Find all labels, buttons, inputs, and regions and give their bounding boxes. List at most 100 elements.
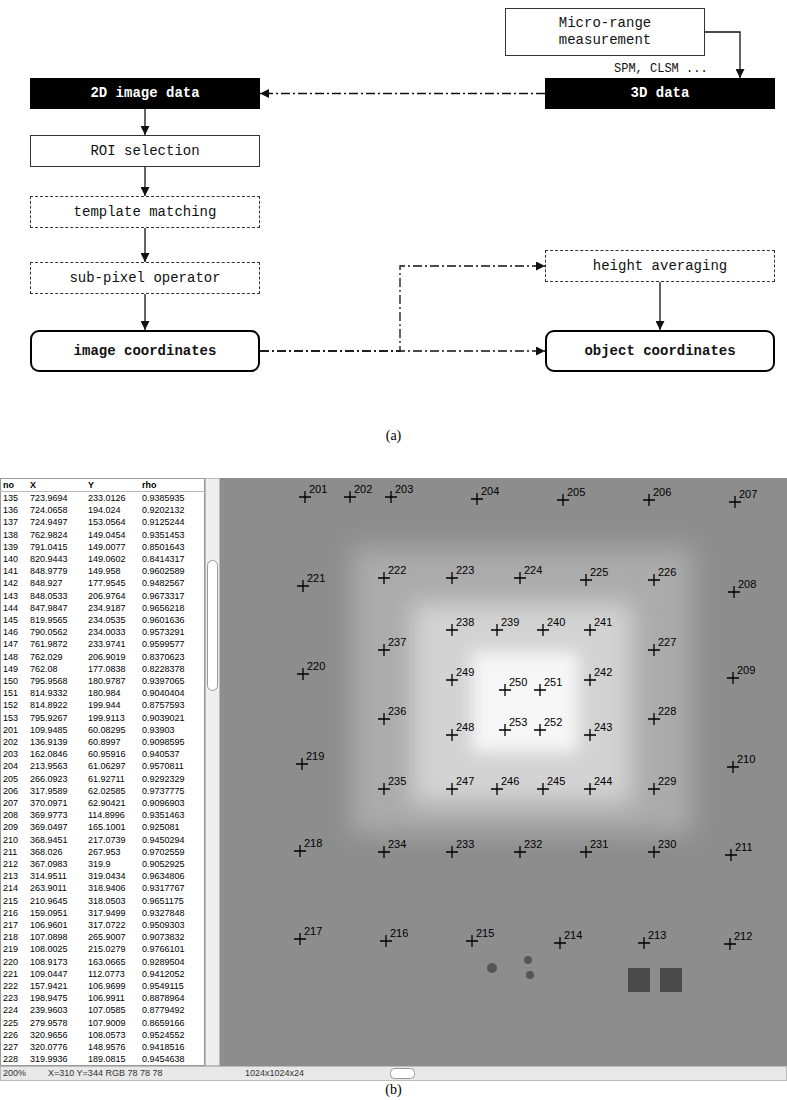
table-cell: 60.8997 xyxy=(88,737,121,748)
point-number: 232 xyxy=(524,838,542,851)
point-number: 218 xyxy=(304,837,322,850)
table-cell: 0.9509303 xyxy=(142,920,185,931)
point-number: 234 xyxy=(388,838,406,851)
table-header: no xyxy=(3,480,14,491)
table-cell: 0.9039021 xyxy=(142,713,185,724)
point-number: 229 xyxy=(658,775,676,788)
optional-step-box: height averaging xyxy=(545,250,775,282)
table-cell: 0.9040404 xyxy=(142,688,185,699)
table-cell: 216 xyxy=(3,908,18,919)
optional-step-box: template matching xyxy=(30,196,260,228)
table-cell: 0.8501643 xyxy=(142,542,185,553)
point-number: 247 xyxy=(456,775,474,788)
table-cell: 205 xyxy=(3,774,18,785)
point-number: 216 xyxy=(390,927,408,940)
table-cell: 106.9601 xyxy=(30,920,68,931)
table-cell: 142 xyxy=(3,578,18,589)
table-cell: 317.0722 xyxy=(88,920,126,931)
table-cell: 0.9096903 xyxy=(142,798,185,809)
table-cell: 0.9202132 xyxy=(142,505,185,516)
point-number: 228 xyxy=(658,705,676,718)
table-cell: 204 xyxy=(3,761,18,772)
table-cell: 107.0898 xyxy=(30,932,68,943)
table-cell: 214 xyxy=(3,883,18,894)
box-text: image coordinates xyxy=(74,343,217,360)
point-number: 249 xyxy=(456,666,474,679)
table-cell: 207 xyxy=(3,798,18,809)
point-number: 212 xyxy=(734,930,752,943)
table-cell: 206.9764 xyxy=(88,591,126,602)
table-cell: 206.9019 xyxy=(88,652,126,663)
table-cell: 221 xyxy=(3,969,18,980)
table-cell: 180.984 xyxy=(88,688,121,699)
table-cell: 791.0415 xyxy=(30,542,68,553)
table-cell: 234.0535 xyxy=(88,615,126,626)
table-cell: 0.940537 xyxy=(142,749,180,760)
scrollbar-track xyxy=(206,479,220,1066)
table-cell: 215 xyxy=(3,896,18,907)
table-cell: 146 xyxy=(3,627,18,638)
dark-mark xyxy=(660,968,682,992)
point-number: 252 xyxy=(544,716,562,729)
table-cell: 0.8779492 xyxy=(142,1005,185,1016)
table-cell: 153 xyxy=(3,713,18,724)
panel-caption: (a) xyxy=(0,428,787,444)
table-cell: 814.9332 xyxy=(30,688,68,699)
flow-arrow xyxy=(659,282,660,330)
box-text: template matching xyxy=(74,204,217,221)
point-number: 245 xyxy=(547,775,565,788)
table-cell: 723.9694 xyxy=(30,493,68,504)
point-number: 243 xyxy=(594,721,612,734)
box-text: sub-pixel operator xyxy=(69,270,220,287)
table-cell: 724.0658 xyxy=(30,505,68,516)
table-cell: 60.08295 xyxy=(88,725,126,736)
table-cell: 368.026 xyxy=(30,847,63,858)
table-cell: 210 xyxy=(3,835,18,846)
table-cell: 60.95916 xyxy=(88,749,126,760)
table-cell: 0.9602589 xyxy=(142,566,185,577)
table-cell: 0.9702559 xyxy=(142,847,185,858)
middle-step xyxy=(412,603,632,803)
table-cell: 62.02585 xyxy=(88,786,126,797)
point-number: 248 xyxy=(456,721,474,734)
table-cell: 228 xyxy=(3,1054,18,1065)
table-cell: 222 xyxy=(3,981,18,992)
table-cell: 0.925081 xyxy=(142,822,180,833)
table-cell: 143 xyxy=(3,591,18,602)
point-number: 221 xyxy=(307,572,325,585)
table-cell: 814.8922 xyxy=(30,700,68,711)
table-cell: 213.9563 xyxy=(30,761,68,772)
table-cell: 0.9766101 xyxy=(142,944,185,955)
box-text: height averaging xyxy=(593,258,727,275)
table-cell: 209 xyxy=(3,822,18,833)
process-box: Micro-range measurement xyxy=(505,8,705,56)
table-cell: 0.9673317 xyxy=(142,591,185,602)
table-cell: 0.9524552 xyxy=(142,1030,185,1041)
table-cell: 318.0503 xyxy=(88,896,126,907)
table-cell: 279.9578 xyxy=(30,1018,68,1029)
status-text: X=310 Y=344 RGB 78 78 78 xyxy=(48,1068,162,1079)
table-cell: 0.9317767 xyxy=(142,883,185,894)
table-cell: 0.9351453 xyxy=(142,530,185,541)
point-number: 227 xyxy=(658,636,676,649)
table-cell: 762.08 xyxy=(30,664,58,675)
table-cell: 368.9451 xyxy=(30,835,68,846)
table-cell: 724.9497 xyxy=(30,517,68,528)
table-cell: 319.9936 xyxy=(30,1054,68,1065)
table-cell: 320.9656 xyxy=(30,1030,68,1041)
flow-arrow xyxy=(144,109,145,135)
micro-image xyxy=(220,478,787,1066)
table-cell: 198.9475 xyxy=(30,993,68,1004)
flow-arrow xyxy=(144,167,145,196)
table-cell: 369.9773 xyxy=(30,810,68,821)
table-cell: 140 xyxy=(3,554,18,565)
table-cell: 141 xyxy=(3,566,18,577)
table-cell: 177.0838 xyxy=(88,664,126,675)
table-cell: 227 xyxy=(3,1042,18,1053)
table-cell: 234.0033 xyxy=(88,627,126,638)
table-cell: 217.0739 xyxy=(88,835,126,846)
point-number: 219 xyxy=(306,750,324,763)
table-cell: 0.9385935 xyxy=(142,493,185,504)
point-number: 226 xyxy=(658,566,676,579)
